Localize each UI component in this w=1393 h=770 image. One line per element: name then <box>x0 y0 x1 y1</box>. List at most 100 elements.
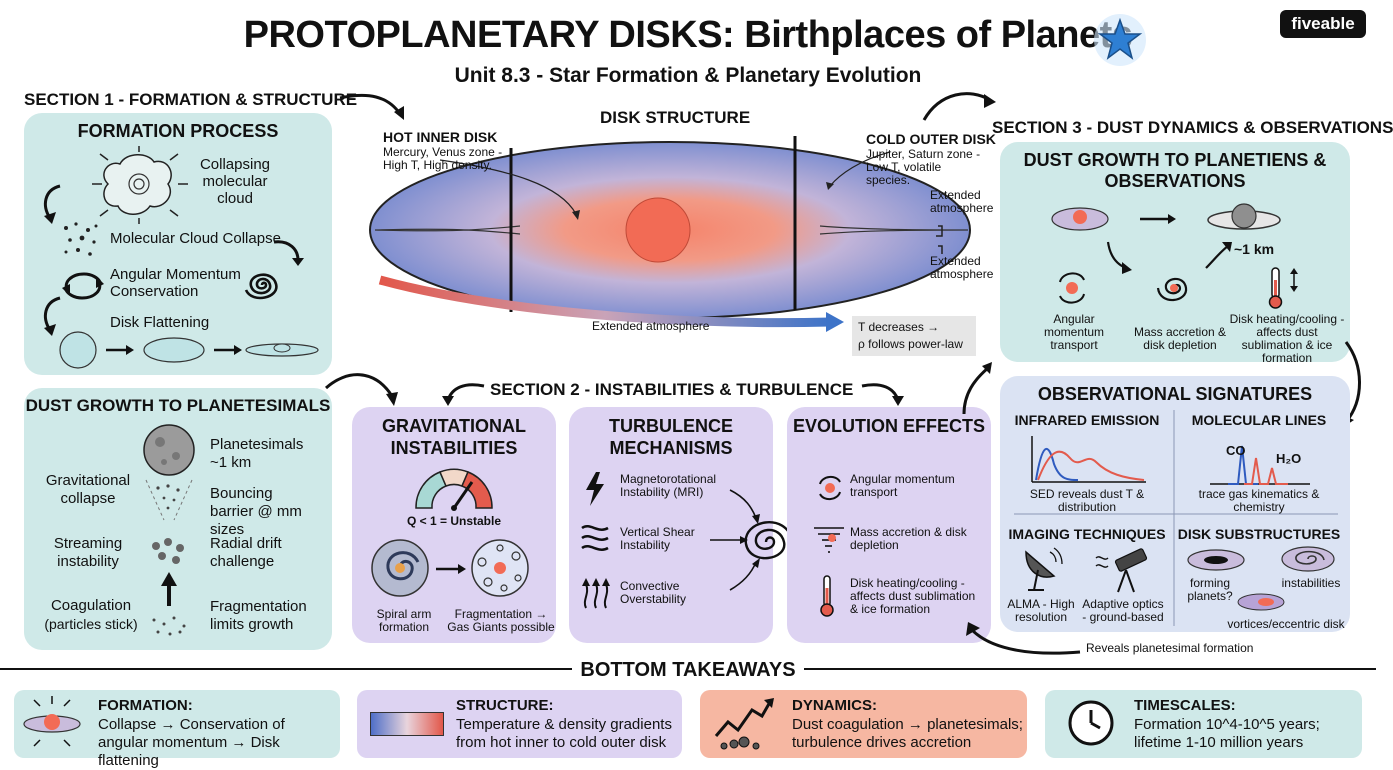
mri-label: Magnetorotational Instability (MRI) <box>620 472 717 499</box>
molecular-lines-title: MOLECULAR LINES <box>1191 412 1327 428</box>
disk-formation-icon <box>23 696 81 747</box>
molecular-cloud-icon <box>92 146 188 224</box>
turbulence-mechanisms-panel <box>569 407 773 643</box>
co-label: CO <box>1226 443 1246 458</box>
dust-growth-title: DUST GROWTH TO PLANETESIMALS <box>25 396 331 415</box>
lightning-icon <box>586 472 604 506</box>
spiral-arm-label: Spiral arm formation <box>376 607 432 634</box>
step-angular-momentum: Angular Momentum Conservation <box>110 266 241 300</box>
fragmentation-label: Fragmentation limits growth <box>210 598 307 633</box>
vortices-label: vortices/eccentric disk <box>1227 617 1345 631</box>
dust-funnel-icon <box>143 424 195 636</box>
curved-arrow-icon <box>43 296 61 336</box>
brand-logo[interactable]: fiveable <box>1280 10 1366 38</box>
evolution-effects-title: EVOLUTION EFFECTS <box>792 416 985 436</box>
vertical-shear-label: Vertical Shear Instability <box>620 525 695 552</box>
bouncing-barrier-label: Bouncing barrier @ mm sizes <box>210 485 302 538</box>
bottom-takeaways-heading: BOTTOM TAKEAWAYS <box>580 659 796 681</box>
step-disk-flattening: Disk Flattening <box>110 314 210 331</box>
takeaway-timescales-body: Formation 10^4-10^5 years; lifetime 1-10… <box>1134 716 1320 751</box>
density-powerlaw-note: ρ follows power-law <box>858 337 963 351</box>
formation-process-panel <box>24 113 332 375</box>
obs-disk-heating-label: Disk heating/cooling - affects dust subl… <box>1229 312 1345 365</box>
arrow-icon <box>861 383 904 406</box>
arrow-icon <box>324 373 398 406</box>
page-subtitle: Unit 8.3 - Star Formation & Planetary Ev… <box>454 64 922 87</box>
rotation-icon <box>1059 272 1085 304</box>
turbulence-vortex-icon <box>709 489 794 591</box>
arrow-icon <box>436 564 466 574</box>
obs-angular-momentum-label: Angular momentum transport <box>1043 312 1105 352</box>
arrow-icon <box>442 383 485 406</box>
reveals-planetesimal-label: Reveals planetesimal formation <box>1086 641 1254 655</box>
rotation-icon <box>62 272 104 300</box>
spiral-galaxy-icon <box>371 539 429 597</box>
disk-structure-title: DISK STRUCTURE <box>600 108 751 127</box>
thermometer-icon <box>820 575 834 617</box>
fragmentation-gas-giants-label: Fragmentation → Gas Giants possible <box>447 607 555 634</box>
gradient-note-box <box>852 316 976 356</box>
observational-signatures-panel <box>1000 376 1350 632</box>
coagulation-label: Coagulation <box>50 597 132 614</box>
star-icon <box>1094 14 1146 66</box>
obs-mass-accretion-label: Mass accretion & disk depletion <box>1133 325 1227 352</box>
h2o-label: H₂O <box>1276 451 1302 466</box>
dust-observations-panel <box>1000 142 1350 362</box>
streaming-instability-label: Streaming instability <box>53 535 123 570</box>
arrow-icon <box>339 93 404 120</box>
alma-label: ALMA - High resolution <box>1007 597 1075 624</box>
arrow-icon <box>966 622 1081 655</box>
coagulation-sublabel: (particles stick) <box>44 616 138 632</box>
arrow-icon <box>1140 214 1176 224</box>
fragmented-disk-icon <box>471 539 529 597</box>
accretion-vortex-icon <box>1156 277 1188 302</box>
turbulence-mechanisms-title: TURBULENCE MECHANISMS <box>609 416 733 458</box>
convective-overstability-label: Convective Overstability <box>620 579 687 606</box>
hot-inner-title: HOT INNER DISK <box>383 129 498 145</box>
formation-process-title: FORMATION PROCESS <box>77 121 279 141</box>
clock-icon <box>1068 700 1114 746</box>
takeaway-structure-body: Temperature & density gradients from hot… <box>456 716 672 751</box>
sed-desc: SED reveals dust T & distribution <box>1029 487 1145 514</box>
evolution-effects-panel <box>787 407 991 643</box>
gradient-bar-icon <box>370 712 444 736</box>
arrow-icon <box>1205 242 1232 269</box>
tornado-icon <box>814 527 844 553</box>
cloud-label: Collapsing molecular cloud <box>199 156 271 207</box>
q-unstable-label: Q < 1 = Unstable <box>406 514 502 528</box>
imaging-techniques-title: IMAGING TECHNIQUES <box>1008 526 1166 542</box>
arrow-icon <box>962 362 992 415</box>
stability-gauge-icon <box>415 468 493 511</box>
cold-outer-desc: Jupiter, Saturn zone - Low T, volatile s… <box>866 147 981 187</box>
infrared-emission-title: INFRARED EMISSION <box>1014 412 1160 428</box>
gravitational-collapse-label: Gravitational collapse <box>45 472 131 507</box>
page-title: PROTOPLANETARY DISKS: Birthplaces of Pla… <box>243 14 1133 56</box>
dust-observations-title: DUST GROWTH TO PLANETIENS & OBSERVATIONS <box>1023 150 1327 191</box>
planetesimals-label: Planetesimals ~1 km <box>210 436 304 471</box>
ringed-planet-icon <box>1207 203 1281 230</box>
panel-dividers <box>1014 410 1338 626</box>
bottom-heading-backdrop <box>572 656 804 684</box>
spectral-lines-icon <box>1210 445 1310 485</box>
curved-arrow-icon <box>273 240 304 266</box>
evol-mass-accretion-label: Mass accretion & disk depletion <box>850 525 967 552</box>
adaptive-optics-label: Adaptive optics - ground-based <box>1082 597 1164 624</box>
step-cloud-collapse: Molecular Cloud Collapse <box>110 230 281 247</box>
instabilities-label: instabilities <box>1281 576 1341 590</box>
takeaway-structure-title: STRUCTURE: <box>456 697 554 714</box>
hot-inner-desc: Mercury, Venus zone - High T, High densi… <box>383 145 503 172</box>
radial-drift-label: Radial drift challenge <box>210 535 282 570</box>
disk-icon <box>1051 207 1109 231</box>
eccentric-disk-icon <box>1237 593 1285 611</box>
extended-atmosphere-label: Extended atmosphere <box>930 254 994 281</box>
takeaway-formation-body: Collapse → Conservation of angular momen… <box>98 716 285 769</box>
spiral-disk-icon <box>1281 546 1335 572</box>
takeaway-timescales-title: TIMESCALES: <box>1134 697 1236 714</box>
particles-icon <box>64 222 98 256</box>
evol-disk-heating-label: Disk heating/cooling - affects dust subl… <box>850 576 976 616</box>
disk-substructures-title: DISK SUBSTRUCTURES <box>1177 526 1341 542</box>
ring-gap-disk-icon <box>1187 549 1245 571</box>
molecular-desc: trace gas kinematics & chemistry <box>1198 487 1320 514</box>
growth-chart-icon <box>714 698 774 750</box>
observational-signatures-title: OBSERVATIONAL SIGNATURES <box>1037 384 1313 404</box>
